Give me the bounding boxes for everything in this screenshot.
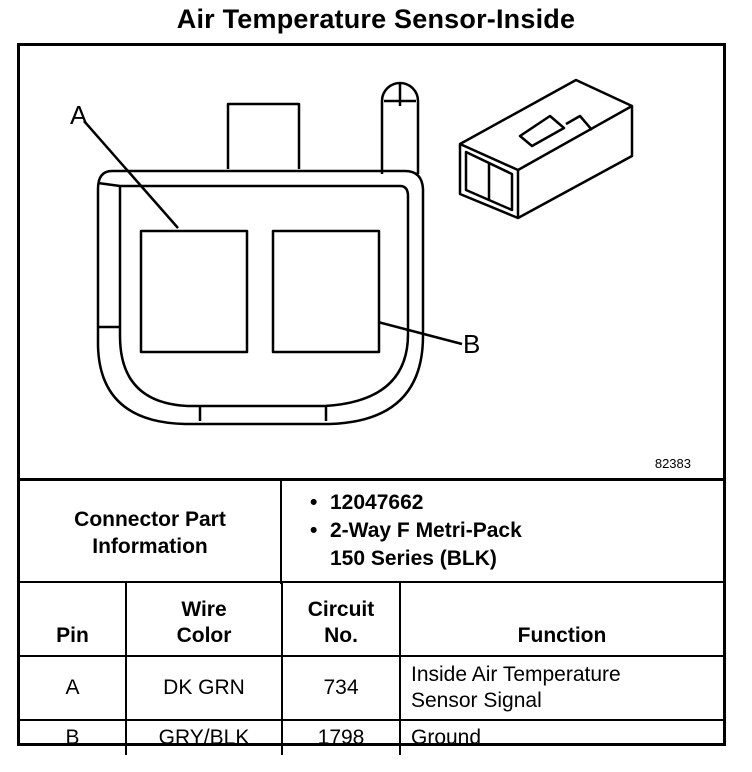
header-pin: Pin bbox=[20, 581, 127, 657]
connector-description: 2-Way F Metri-Pack 150 Series (BLK) bbox=[310, 517, 522, 573]
table-row: B GRY/BLK 1798 Ground bbox=[20, 719, 723, 755]
connector-iso-view bbox=[458, 78, 634, 220]
cell-pin: B bbox=[20, 719, 127, 755]
connector-top-tab bbox=[226, 102, 301, 169]
connector-latch-post bbox=[380, 81, 420, 174]
connector-body-outer bbox=[96, 169, 425, 426]
pin-table-header: Pin Wire Color Circuit No. Function bbox=[20, 581, 723, 657]
cell-circuit: 1798 bbox=[281, 719, 401, 755]
cell-wire-color: GRY/BLK bbox=[125, 719, 283, 755]
cell-function: Inside Air Temperature Sensor Signal bbox=[399, 655, 723, 721]
page-title: Air Temperature Sensor-Inside bbox=[176, 4, 576, 34]
callout-a-label: A bbox=[70, 100, 88, 130]
callout-b-label: B bbox=[463, 329, 480, 359]
header-circuit: Circuit No. bbox=[281, 581, 401, 657]
connector-drawing: A B bbox=[70, 78, 634, 426]
connector-bottom-tab bbox=[198, 406, 328, 421]
table-row: A DK GRN 734 Inside Air Temperature Sens… bbox=[20, 655, 723, 721]
cell-circuit: 734 bbox=[281, 655, 401, 721]
cell-pin: A bbox=[20, 655, 127, 721]
pin-cavity-a bbox=[139, 229, 249, 354]
connector-info-label-line1: Connector Part bbox=[74, 507, 226, 531]
callout-a-line bbox=[83, 120, 179, 229]
connector-description-line1: 2-Way F Metri-Pack bbox=[330, 519, 522, 542]
figure-id: 82383 bbox=[654, 456, 691, 471]
pin-cavity-b bbox=[271, 229, 381, 354]
header-function: Function bbox=[399, 581, 723, 657]
pin-table: Pin Wire Color Circuit No. Function A DK… bbox=[20, 581, 723, 755]
connector-figure: A B 82383 bbox=[20, 46, 723, 480]
header-wire-color: Wire Color bbox=[125, 581, 283, 657]
connector-frame: A B 82383 Connector Part Information 120… bbox=[17, 43, 726, 755]
part-number: 12047662 bbox=[310, 489, 522, 517]
connector-info-list: 12047662 2-Way F Metri-Pack 150 Series (… bbox=[310, 489, 522, 573]
cell-wire-color: DK GRN bbox=[125, 655, 283, 721]
connector-part-info: Connector Part Information 12047662 2-Wa… bbox=[20, 478, 723, 584]
connector-info-label: Connector Part Information bbox=[20, 481, 282, 584]
connector-description-line2: 150 Series (BLK) bbox=[330, 547, 497, 570]
connector-info-label-line2: Information bbox=[92, 534, 208, 558]
callout-b-line bbox=[377, 320, 463, 346]
cell-function: Ground bbox=[399, 719, 723, 755]
